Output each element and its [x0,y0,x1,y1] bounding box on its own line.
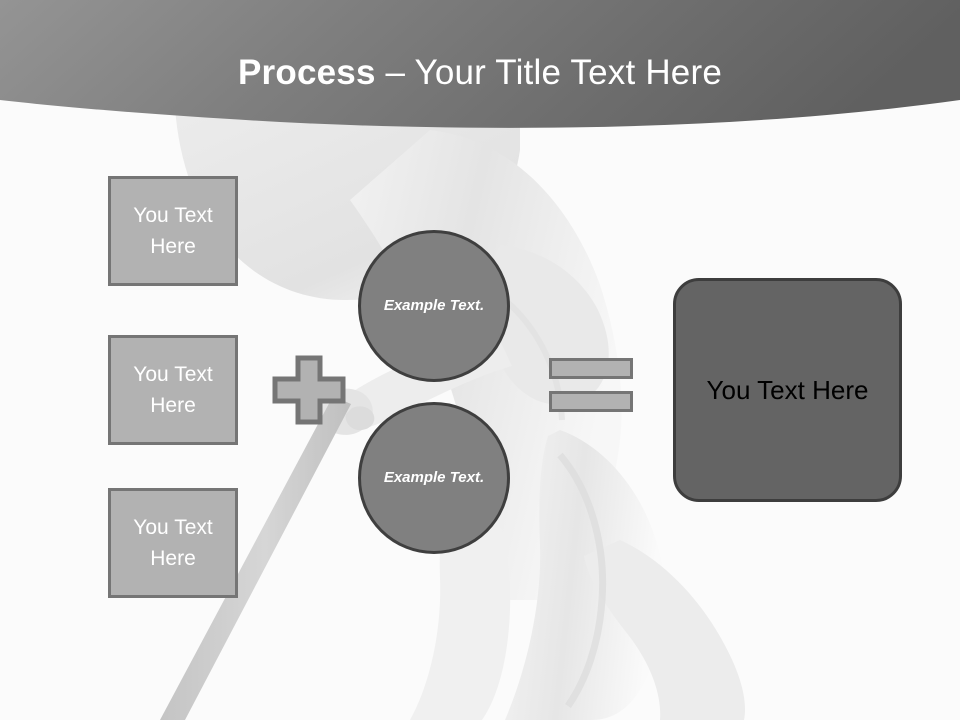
input-box-2-label: You Text Here [133,363,213,417]
header-banner [0,0,960,128]
equals-bar-top [549,358,633,379]
plus-icon [272,355,346,425]
input-box-3-label: You Text Here [133,516,213,570]
input-box-3[interactable]: You Text Here [108,488,238,598]
page-title: Process – Your Title Text Here [0,52,960,94]
circle-node-2-label: Example Text. [383,469,485,486]
input-box-1[interactable]: You Text Here [108,176,238,286]
result-box[interactable]: You Text Here [673,278,902,502]
page-title-emphasis: Process [238,53,376,92]
circle-node-1[interactable]: Example Text. [358,230,510,382]
equals-bar-bottom [549,391,633,412]
result-box-label: You Text Here [706,375,869,405]
circle-node-1-label: Example Text. [383,297,485,314]
page-title-remainder: – Your Title Text Here [375,53,722,92]
circle-node-2[interactable]: Example Text. [358,402,510,554]
input-box-1-label: You Text Here [133,204,213,258]
equals-icon [549,358,633,418]
input-box-2[interactable]: You Text Here [108,335,238,445]
